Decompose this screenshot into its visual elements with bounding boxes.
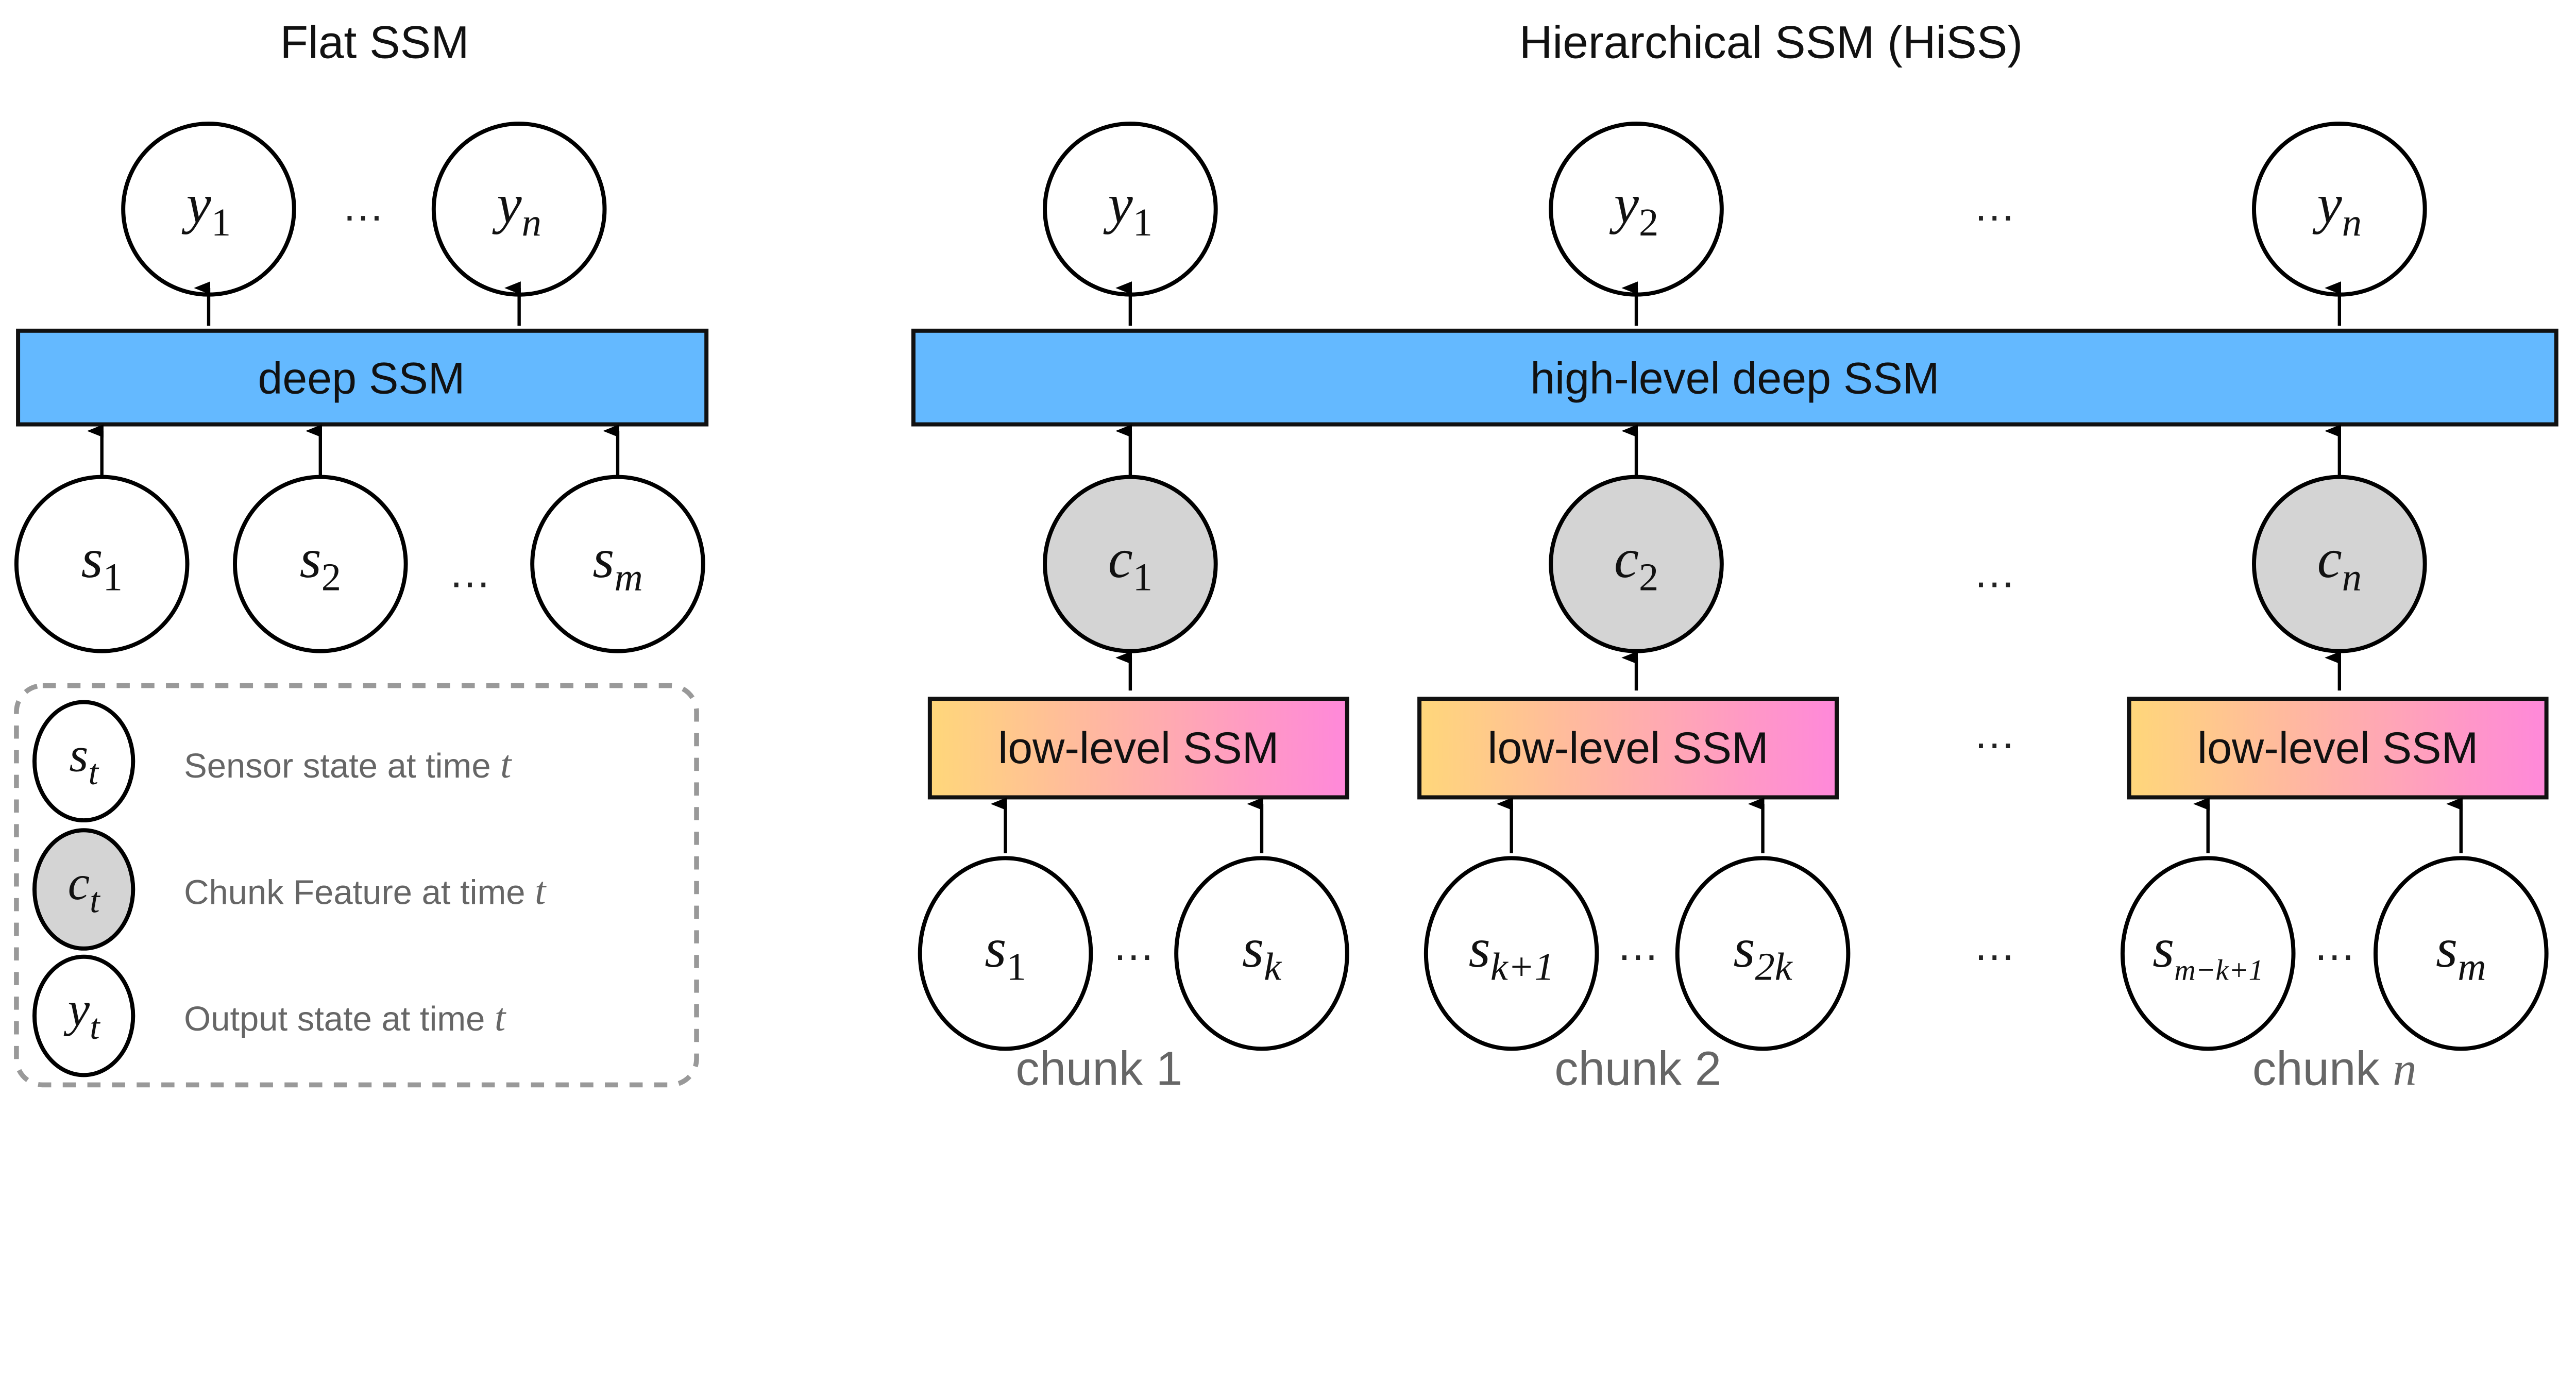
node-label: c1 — [1108, 528, 1153, 599]
low-level-ssm-label: low-level SSM — [1487, 723, 1768, 773]
node-circle — [1675, 856, 1851, 1051]
node-sk1: sk+1 — [1423, 856, 1599, 1051]
node-c1: c1 — [1043, 475, 1218, 653]
high-level-ssm-label: high-level deep SSM — [1530, 353, 1939, 403]
node-label: sm — [592, 528, 642, 599]
node-smk1: sm−k+1 — [2120, 856, 2296, 1051]
node-circle — [32, 828, 135, 951]
ellipsis: … — [2313, 921, 2356, 969]
node-circle — [2120, 856, 2296, 1051]
legend-text-output: Output state at time t — [184, 996, 506, 1039]
legend-node-y: yt — [32, 954, 135, 1077]
node-s1: s1 — [918, 856, 1093, 1051]
ellipsis: … — [1617, 921, 1659, 969]
node-label: st — [69, 727, 99, 792]
node-y1: y1 — [121, 122, 296, 297]
node-s2k: s2k — [1675, 856, 1851, 1051]
ellipsis: … — [1112, 921, 1155, 969]
node-circle — [1174, 856, 1349, 1051]
deep-ssm-box — [16, 328, 709, 427]
node-label: sk — [1242, 917, 1282, 989]
node-label: y2 — [1609, 173, 1658, 244]
node-circle — [918, 856, 1093, 1051]
node-sk: sk — [1174, 856, 1349, 1051]
ellipsis: … — [1973, 182, 2016, 230]
ellipsis: … — [1973, 548, 2016, 596]
node-sm: sm — [530, 475, 705, 653]
hiss-title: Hierarchical SSM (HiSS) — [1519, 16, 2023, 68]
high-level-ssm-box — [911, 328, 2558, 427]
node-label: y1 — [1103, 173, 1153, 244]
low-level-ssm-box-1 — [927, 697, 1349, 800]
ellipsis: … — [342, 182, 384, 230]
node-s2: s2 — [233, 475, 408, 653]
ellipsis: … — [1973, 710, 2016, 757]
node-yn: yn — [431, 122, 607, 297]
node-cn: cn — [2252, 475, 2427, 653]
node-label: yn — [492, 173, 541, 244]
low-level-ssm-label: low-level SSM — [2197, 723, 2478, 773]
node-circle — [32, 954, 135, 1077]
node-y1: y1 — [1043, 122, 1218, 297]
legend-box — [14, 683, 699, 1088]
low-level-ssm-box-2 — [1417, 697, 1839, 800]
node-label: s1 — [81, 528, 122, 599]
low-level-ssm-label: low-level SSM — [998, 723, 1279, 773]
node-label: sm−k+1 — [2153, 917, 2263, 987]
legend-text-chunk: Chunk Feature at time t — [184, 869, 547, 913]
legend-node-s: st — [32, 700, 135, 823]
deep-ssm-label: deep SSM — [258, 353, 465, 403]
low-level-ssm-box-n — [2127, 697, 2549, 800]
node-label: sk+1 — [1469, 917, 1554, 989]
chunk-label-2: chunk 2 — [1554, 1041, 1721, 1095]
node-label: s2 — [300, 528, 341, 599]
nodes-layer: y1 yn s1 s2 sm st ct yt y1 y2 yn c1 c2 cn s1 sk sk+1 s2k s… — [14, 122, 2549, 1077]
legend-text-sensor: Sensor state at time t — [184, 743, 512, 786]
ellipsis: … — [1973, 921, 2016, 969]
node-label: s2k — [1733, 917, 1793, 989]
node-sm: sm — [2373, 856, 2549, 1051]
node-circle — [32, 700, 135, 823]
node-y2: y2 — [1549, 122, 1724, 297]
node-s1: s1 — [14, 475, 190, 653]
ellipsis: … — [449, 548, 492, 596]
node-label: s1 — [985, 917, 1026, 989]
node-label: yn — [2312, 173, 2362, 244]
node-c2: c2 — [1549, 475, 1724, 653]
node-label: yt — [64, 982, 100, 1048]
node-label: y1 — [181, 173, 231, 244]
hiss-diagram: Flat SSM Hierarchical SSM (HiSS) deep SS… — [14, 16, 2558, 1095]
node-circle — [1423, 856, 1599, 1051]
flat-ssm-title: Flat SSM — [280, 16, 469, 68]
node-label: ct — [68, 855, 100, 921]
node-yn: yn — [2252, 122, 2427, 297]
chunk-label-n: chunk n — [2252, 1041, 2417, 1095]
node-circle — [2373, 856, 2549, 1051]
node-label: c2 — [1614, 528, 1658, 599]
node-label: sm — [2436, 917, 2486, 989]
chunk-label-1: chunk 1 — [1015, 1041, 1182, 1095]
legend-node-c: ct — [32, 828, 135, 951]
arrows-layer — [87, 281, 2463, 853]
node-label: cn — [2317, 528, 2362, 599]
